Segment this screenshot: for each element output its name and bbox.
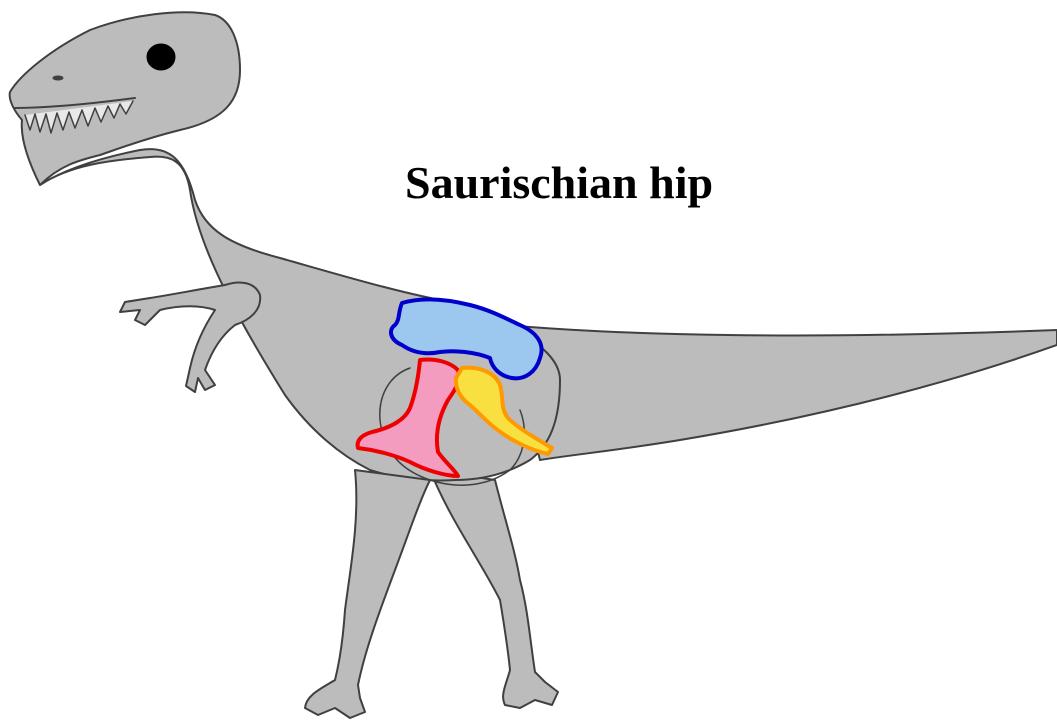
far-leg <box>430 470 558 708</box>
eye <box>147 44 175 70</box>
near-leg <box>305 470 430 718</box>
arm <box>120 282 260 392</box>
tail <box>505 325 1057 460</box>
nostril <box>53 76 63 80</box>
diagram-title: Saurischian hip <box>405 160 713 206</box>
